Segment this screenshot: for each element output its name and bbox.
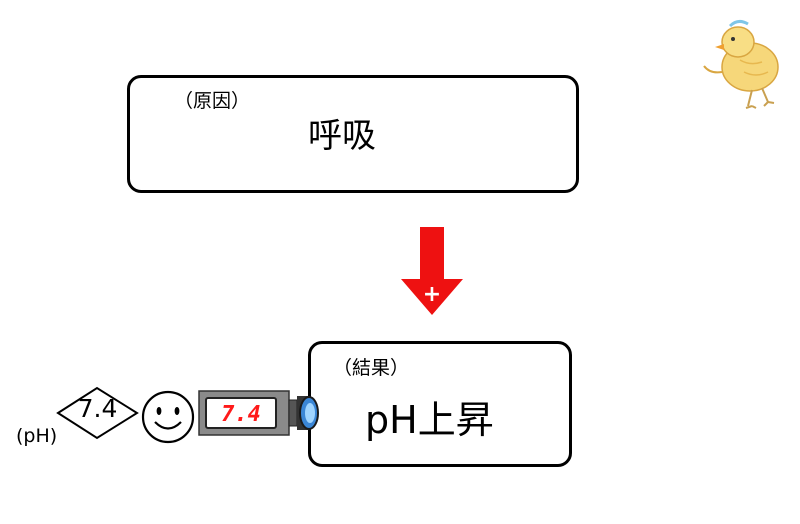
cause-text: 呼吸: [308, 116, 376, 156]
smiley-face-icon: [141, 390, 195, 444]
down-arrow-icon: +: [401, 227, 463, 315]
cause-box: （原因） 呼吸: [127, 75, 579, 193]
ph-value: 7.4: [77, 394, 118, 423]
cause-label: （原因）: [174, 90, 251, 112]
result-text: pH上昇: [365, 398, 494, 442]
ph-meter-icon: 7.4: [198, 390, 319, 436]
chick-illustration-icon: [703, 19, 779, 109]
result-box: （結果） pH上昇: [308, 341, 572, 467]
meter-reading: 7.4: [221, 402, 261, 427]
result-label: （結果）: [333, 357, 410, 379]
ph-label: (pH): [16, 425, 58, 447]
ph-diamond: [56, 386, 139, 440]
plus-sign: +: [423, 282, 441, 307]
